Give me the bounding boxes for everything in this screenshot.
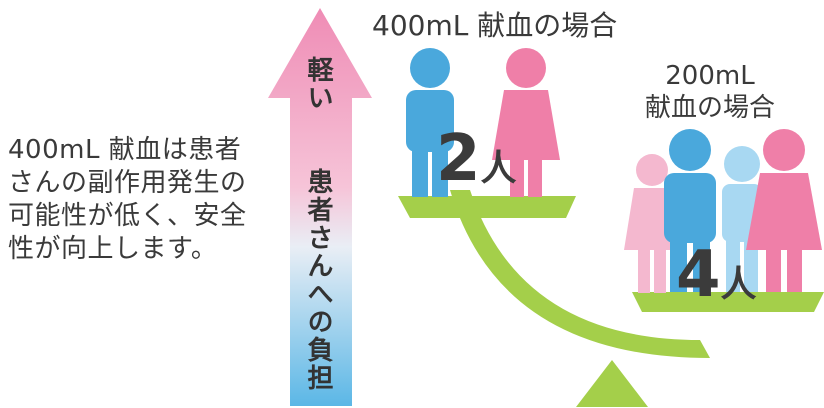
scale-plate-left	[398, 196, 576, 218]
count-400ml: 2人	[436, 122, 517, 196]
balance-scale	[398, 48, 824, 407]
arrow-label-burden: 患者さんへの負担	[303, 168, 333, 392]
scale-plate-right	[632, 292, 824, 312]
count-200ml-unit: 人	[720, 264, 757, 305]
label-200ml-text: 献血の場合	[644, 93, 775, 123]
label-400ml-case: 400mL 献血の場合	[372, 9, 618, 42]
count-200ml: 4人	[676, 238, 757, 312]
burden-arrow	[268, 8, 372, 406]
count-200ml-number: 4	[676, 238, 721, 312]
count-400ml-number: 2	[436, 122, 481, 196]
description-text: 400mL 献血は患者さんの副作用発生の可能性が低く、安全性が向上します。	[8, 135, 247, 264]
label-200ml-amount: 200mL	[665, 61, 755, 91]
arrow-label-light: 軽い	[303, 56, 333, 112]
label-200ml-case: 200mL 献血の場合	[630, 60, 790, 124]
scale-fulcrum	[576, 360, 648, 407]
count-400ml-unit: 人	[480, 148, 517, 189]
person-male-icon	[664, 129, 716, 292]
person-male-icon	[406, 48, 454, 197]
person-female-icon	[746, 129, 822, 292]
person-female-icon	[492, 48, 560, 197]
